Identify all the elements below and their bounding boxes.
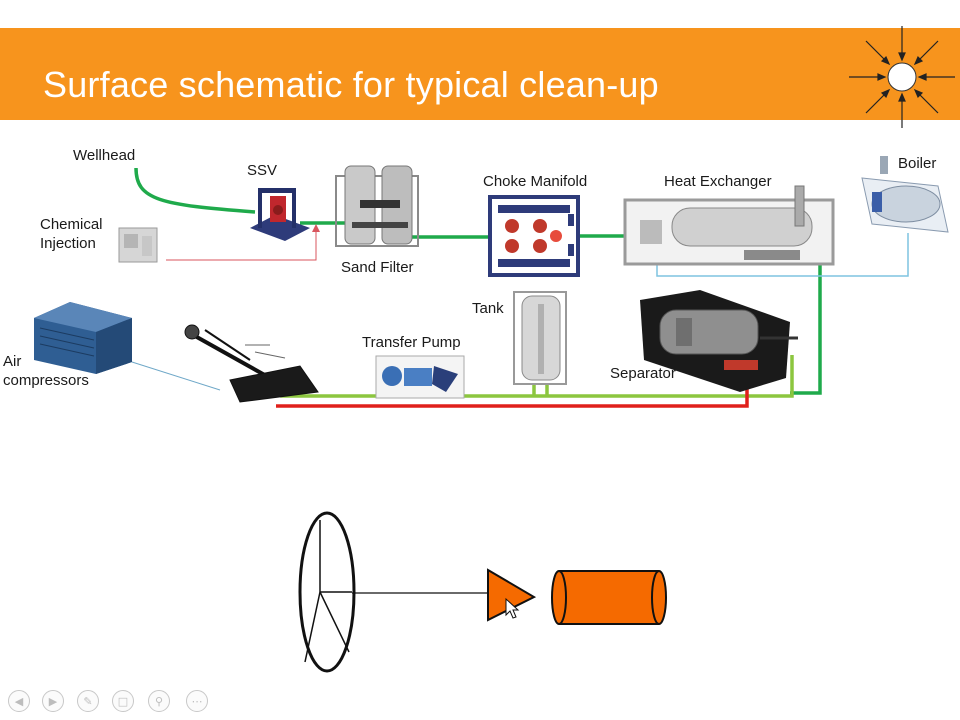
label-heat-exchanger: Heat Exchanger: [664, 173, 772, 190]
label-compressors: compressors: [3, 372, 89, 389]
label-boiler: Boiler: [898, 155, 937, 172]
hx-to-separator-line: [790, 262, 822, 395]
title-banner: Surface schematic for typical clean-up: [0, 28, 960, 120]
previous-button[interactable]: ◀: [8, 690, 30, 712]
slide-title: Surface schematic for typical clean-up: [43, 64, 659, 105]
chemical-arrow-icon: [312, 224, 320, 232]
ellipse-shape: [298, 511, 356, 673]
label-sand-filter: Sand Filter: [341, 259, 414, 276]
next-icon: ▶: [48, 694, 58, 708]
schematic-diagram: [34, 156, 949, 673]
tank-unit-icon: [513, 291, 567, 385]
zoom-button[interactable]: ⚲: [148, 690, 170, 712]
more-icon: ⋯: [191, 694, 203, 708]
label-ssv: SSV: [247, 162, 278, 179]
label-tank: Tank: [472, 300, 504, 317]
oil-line: [276, 382, 749, 408]
label-separator: Separator: [610, 365, 676, 382]
top-strip: [0, 0, 960, 28]
next-button[interactable]: ▶: [42, 690, 64, 712]
zoom-icon: ⚲: [154, 694, 164, 708]
cylinder-shape: [551, 570, 667, 625]
sand-filter-unit-icon: [335, 165, 419, 247]
label-wellhead: Wellhead: [73, 147, 136, 164]
wellhead-line: [134, 167, 256, 214]
chemical-line: [166, 230, 317, 261]
ssv-unit-icon: [250, 188, 310, 241]
label-choke-manifold: Choke Manifold: [483, 173, 588, 190]
boiler-unit-icon: [861, 156, 949, 233]
slides-button[interactable]: □: [112, 690, 134, 712]
pen-icon: ✎: [83, 694, 93, 708]
ellipse-spokes: [304, 520, 352, 663]
tank-tap-line: [532, 385, 549, 396]
slides-icon: □: [117, 694, 129, 708]
transfer-pump-unit-icon: [375, 355, 465, 399]
sun-logo-icon: [849, 26, 955, 128]
chemical-injection-unit-icon: [118, 227, 158, 263]
previous-icon: ◀: [14, 694, 24, 708]
burner-boom-unit-icon: [184, 324, 319, 403]
more-button[interactable]: ⋯: [186, 690, 208, 712]
label-injection: Injection: [40, 235, 96, 252]
pen-button[interactable]: ✎: [77, 690, 99, 712]
label-air: Air: [3, 353, 22, 370]
air-line: [131, 361, 221, 391]
heat-exchanger-unit-icon: [623, 185, 835, 266]
label-transfer-pump: Transfer Pump: [362, 334, 461, 351]
mouse-cursor-icon: [505, 597, 520, 619]
air-compressor-unit-icon: [34, 302, 132, 374]
steam-line: [656, 233, 909, 277]
choke-manifold-unit-icon: [488, 195, 580, 277]
label-chemical: Chemical: [40, 216, 103, 233]
separator-unit-icon: [640, 290, 798, 392]
